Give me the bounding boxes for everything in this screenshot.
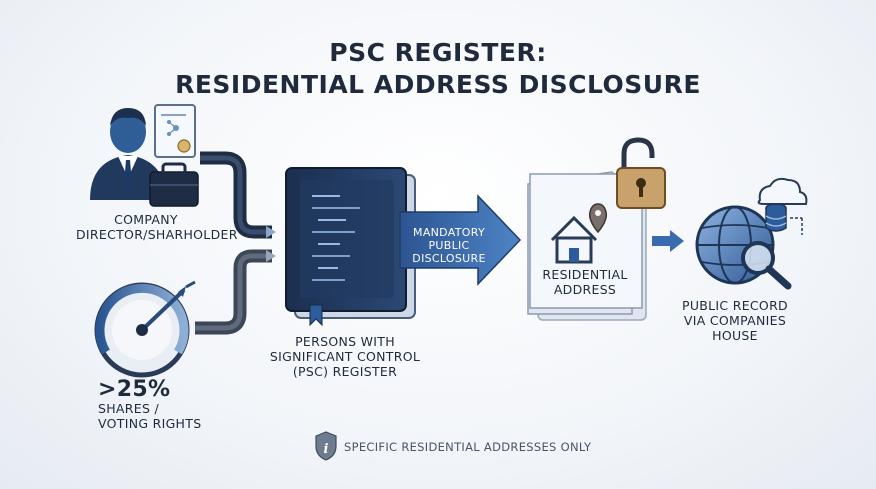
- svg-text:i: i: [324, 442, 329, 457]
- disclosure-arrow-label: MANDATORY PUBLIC DISCLOSURE: [412, 226, 486, 265]
- address-label: RESIDENTIAL ADDRESS: [542, 267, 628, 297]
- padlock-icon: [616, 137, 666, 209]
- address-document-icon: [527, 171, 647, 321]
- disclosure-arrow: [399, 194, 522, 286]
- register-label: PERSONS WITH SIGNIFICANT CONTROL (PSC) R…: [269, 334, 421, 379]
- public-record-label: PUBLIC RECORD VIA COMPANIES HOUSE: [682, 298, 788, 343]
- director-label: COMPANY DIRECTOR/SHARHOLDER: [76, 212, 238, 242]
- info-shield-icon: i: [315, 431, 337, 461]
- threshold-value: >25%: [98, 377, 171, 402]
- connector-threshold-to-register: [195, 249, 276, 335]
- globe-search-icon: [695, 177, 808, 290]
- director-person-icon: [90, 104, 199, 207]
- page-title-line1: PSC REGISTER:: [329, 38, 547, 67]
- threshold-label: SHARES / VOTING RIGHTS: [98, 401, 202, 431]
- page-title-line2: RESIDENTIAL ADDRESS DISCLOSURE: [175, 70, 701, 99]
- footer-note: SPECIFIC RESIDENTIAL ADDRESSES ONLY: [344, 440, 592, 454]
- register-book-icon: [285, 167, 416, 327]
- small-arrow-icon: [652, 230, 684, 252]
- gauge-icon: [94, 280, 196, 378]
- connector-director-to-register: [200, 151, 276, 239]
